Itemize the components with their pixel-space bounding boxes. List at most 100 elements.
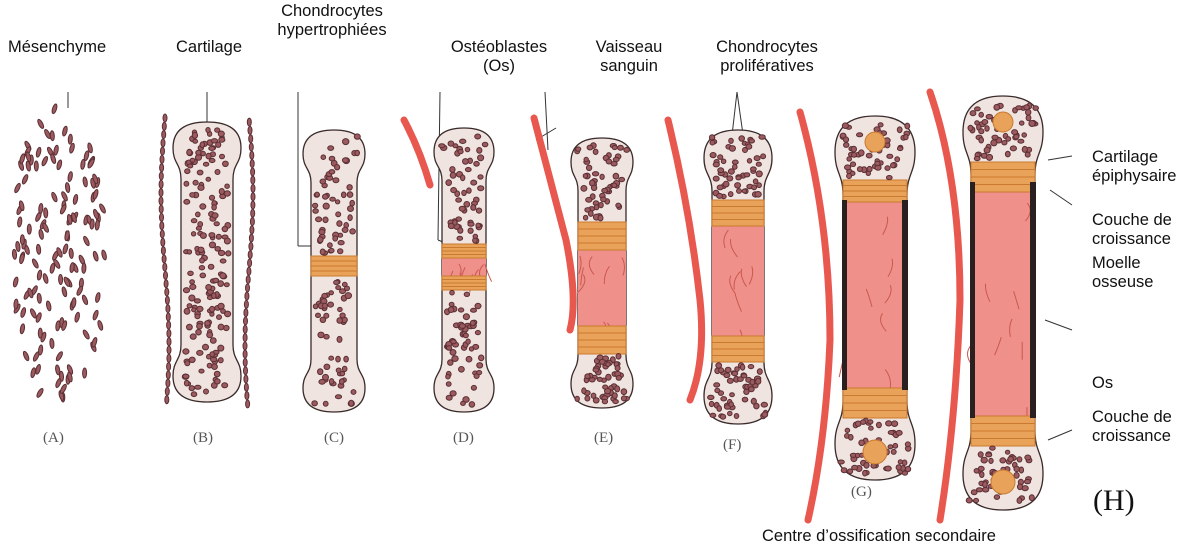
chondrocyte	[710, 140, 715, 145]
perichondrium-cell	[245, 392, 249, 400]
chondrocyte	[448, 360, 453, 366]
chondrocyte	[458, 308, 463, 312]
chondrocyte	[708, 395, 714, 399]
mesenchymal-cell	[29, 308, 37, 319]
chondrocyte	[747, 159, 751, 164]
chondrocyte	[324, 334, 329, 339]
label-mesenchyme: Mésenchyme	[8, 38, 106, 57]
chondrocyte	[313, 209, 319, 214]
chondrocyte	[183, 288, 189, 293]
mesenchymal-cell	[74, 312, 80, 323]
mesenchymal-cell	[37, 270, 43, 281]
chondrocyte	[184, 199, 190, 204]
label-growth-layer-bottom: Couche de croissance	[1092, 408, 1172, 446]
chondrocyte	[217, 315, 222, 320]
chondrocyte	[1006, 137, 1011, 142]
chondrocyte	[905, 123, 910, 129]
perichondrium-cell	[165, 387, 169, 395]
chondrocyte	[863, 470, 867, 476]
chondrocyte	[328, 146, 334, 151]
leader-line	[545, 92, 548, 150]
mesenchymal-cell	[69, 248, 74, 258]
chondrocyte	[713, 162, 719, 167]
chondrocyte	[318, 332, 324, 338]
chondrocyte	[718, 155, 723, 160]
chondrocyte	[187, 150, 192, 156]
chondrocyte	[188, 271, 194, 275]
chondrocyte	[321, 155, 326, 160]
chondrocyte	[219, 189, 224, 195]
mesenchymal-cell	[59, 371, 64, 381]
chondrocyte	[215, 379, 221, 384]
mesenchymal-cell	[37, 119, 45, 130]
chondrocyte	[728, 411, 733, 415]
chondrocyte	[199, 266, 204, 270]
chondrocyte	[757, 183, 762, 188]
mesenchymal-cell	[73, 194, 79, 205]
perichondrium-cell	[167, 338, 171, 346]
chondrocyte	[742, 397, 748, 402]
chondrocyte	[212, 293, 216, 299]
perichondrium-cell	[246, 284, 250, 292]
perichondrium-cell	[164, 280, 168, 288]
chondrocyte	[721, 159, 726, 164]
chondrocyte	[187, 304, 192, 308]
chondrocyte	[587, 145, 593, 150]
marrow-cavity	[971, 192, 1035, 416]
chondrocyte	[185, 169, 190, 174]
chondrocyte	[727, 176, 733, 181]
chondrocyte	[710, 153, 716, 158]
chondrocyte	[329, 170, 335, 174]
chondrocyte	[224, 238, 230, 244]
leader-line	[1048, 430, 1072, 440]
stage-c-bone	[303, 130, 365, 412]
chondrocyte	[215, 128, 220, 132]
chondrocyte	[342, 158, 348, 163]
chondrocyte	[323, 194, 329, 199]
chondrocyte	[1029, 495, 1034, 501]
chondrocyte	[584, 157, 588, 161]
chondrocyte	[581, 186, 587, 192]
label-growth-layer-top-line1: Couche de	[1092, 211, 1172, 230]
chondrocyte	[904, 135, 908, 140]
mesenchymal-cell	[37, 293, 42, 303]
chondrocyte	[190, 280, 195, 284]
chondrocyte	[896, 465, 901, 470]
chondrocyte	[616, 203, 621, 207]
chondrocyte	[461, 401, 466, 405]
label-blood-vessel-line2: sanguin	[584, 57, 674, 76]
chondrocyte	[345, 293, 351, 299]
perichondrium-cell	[243, 334, 247, 342]
mesenchymal-cell	[83, 368, 87, 378]
label-bone-marrow: Moelle osseuse	[1092, 254, 1153, 292]
mesenchymal-cell	[36, 244, 41, 254]
chondrocyte	[350, 229, 356, 234]
perichondrium-cell	[166, 305, 170, 313]
stage-d-bone	[434, 128, 494, 412]
chondrocyte	[616, 354, 621, 360]
chondrocyte	[757, 369, 762, 375]
chondrocyte	[207, 332, 213, 338]
label-bone-marrow-line2: osseuse	[1092, 273, 1153, 292]
perichondrium-cell	[247, 267, 251, 275]
mesenchymal-cell	[82, 236, 90, 247]
chondrocyte	[198, 247, 204, 252]
mesenchymal-cell	[21, 174, 29, 185]
bone-collar	[902, 200, 908, 390]
mesenchymal-cell	[53, 145, 59, 156]
mesenchymal-cell	[30, 367, 36, 378]
chondrocyte	[197, 170, 203, 175]
chondrocyte	[583, 174, 587, 179]
chondrocyte	[209, 242, 215, 248]
chondrocyte	[343, 139, 349, 145]
chondrocyte	[208, 264, 214, 269]
mesenchymal-cell	[51, 192, 58, 203]
chondrocyte	[214, 222, 219, 226]
chondrocyte	[323, 203, 329, 209]
chondrocyte	[220, 154, 225, 159]
perichondrium-cell	[249, 135, 253, 143]
chondrocyte	[974, 156, 980, 160]
chondrocyte	[466, 339, 470, 344]
chondrocyte	[736, 176, 741, 180]
chondrocyte	[1029, 121, 1035, 127]
